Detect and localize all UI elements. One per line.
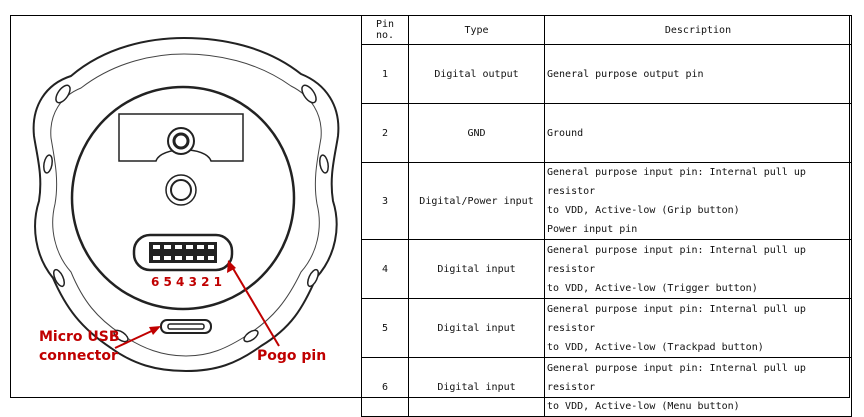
table-row: 3 Digital/Power input General purpose in… (361, 162, 852, 240)
pin-type: Digital input (408, 357, 545, 417)
description-line: to VDD, Active-low (Menu button) (547, 400, 740, 412)
device-housing-inner-edge (50, 53, 322, 357)
pogo-pin-arrowhead (227, 260, 236, 273)
header-description: Description (544, 15, 852, 45)
table-row: 1 Digital output General purpose output … (361, 44, 852, 104)
pin-description: General purpose output pin (544, 44, 852, 104)
pin-number: 1 (361, 44, 409, 104)
housing-slot-hole (55, 84, 71, 104)
pin-description: General purpose input pin: Internal pull… (544, 357, 852, 417)
document-frame: 6 5 4 3 2 1 Micro USB connector Pogo pin… (10, 15, 852, 417)
pin-description: General purpose input pin: Internal pull… (544, 162, 852, 240)
description-line: General purpose input pin: Internal pull… (547, 244, 806, 275)
description-line: General purpose output pin (547, 68, 704, 80)
table-row: 2 GND Ground (361, 103, 852, 163)
pin-type: Digital input (408, 239, 545, 299)
description-line: to VDD, Active-low (Trackpad button) (547, 341, 764, 353)
housing-slot-hole (243, 329, 259, 343)
housing-slot-hole (113, 329, 129, 343)
header-pin-no: Pin no. (361, 15, 409, 45)
pin-number: 4 (361, 239, 409, 299)
micro-usb-label-line2: connector (39, 348, 118, 364)
pin-type: GND (408, 103, 545, 163)
pin-type: Digital/Power input (408, 162, 545, 240)
pin-table: Pin no. Type Description 1 Digital outpu… (361, 15, 852, 417)
header-type: Type (408, 15, 545, 45)
pin-number: 5 (361, 298, 409, 358)
pin-number: 6 (361, 357, 409, 417)
device-figure: 6 5 4 3 2 1 Micro USB connector Pogo pin (11, 16, 362, 397)
housing-slot-hole (52, 268, 66, 288)
pin-description: Ground (544, 103, 852, 163)
housing-slot-hole (306, 268, 320, 288)
pogo-pin-arrow (230, 264, 280, 347)
pin-type: Digital output (408, 44, 545, 104)
description-line: General purpose input pin: Internal pull… (547, 303, 806, 334)
description-line: to VDD, Active-low (Trigger button) (547, 282, 758, 294)
micro-usb-arrowhead (149, 326, 161, 335)
pin-number: 2 (361, 103, 409, 163)
micro-usb-arrow (114, 328, 157, 349)
pin-numbers-label: 6 5 4 3 2 1 (151, 275, 222, 289)
housing-slot-hole (43, 154, 53, 174)
pin-type: Digital input (408, 298, 545, 358)
middle-hole-inner (170, 179, 192, 201)
description-line: Ground (547, 127, 584, 139)
pogo-pin-label: Pogo pin (257, 348, 326, 364)
description-line: Power input pin (547, 224, 638, 235)
description-line: General purpose input pin: Internal pull… (547, 167, 806, 197)
micro-usb-port (167, 323, 205, 330)
table-header-row: Pin no. Type Description (361, 15, 852, 45)
upper-hole-inner (172, 132, 190, 150)
description-line: General purpose input pin: Internal pull… (547, 362, 806, 393)
pin-description: General purpose input pin: Internal pull… (544, 298, 852, 358)
device-drawing: 6 5 4 3 2 1 Micro USB connector Pogo pin (32, 36, 340, 373)
description-line: to VDD, Active-low (Grip button) (547, 205, 740, 216)
pin-number: 3 (361, 162, 409, 240)
pin-description: General purpose input pin: Internal pull… (544, 239, 852, 299)
table-row: 5 Digital input General purpose input pi… (361, 298, 852, 358)
table-row: 6 Digital input General purpose input pi… (361, 357, 852, 417)
micro-usb-label-line1: Micro USB (39, 329, 120, 345)
table-row: 4 Digital input General purpose input pi… (361, 239, 852, 299)
housing-slot-hole (319, 154, 329, 174)
housing-slot-hole (301, 84, 317, 104)
